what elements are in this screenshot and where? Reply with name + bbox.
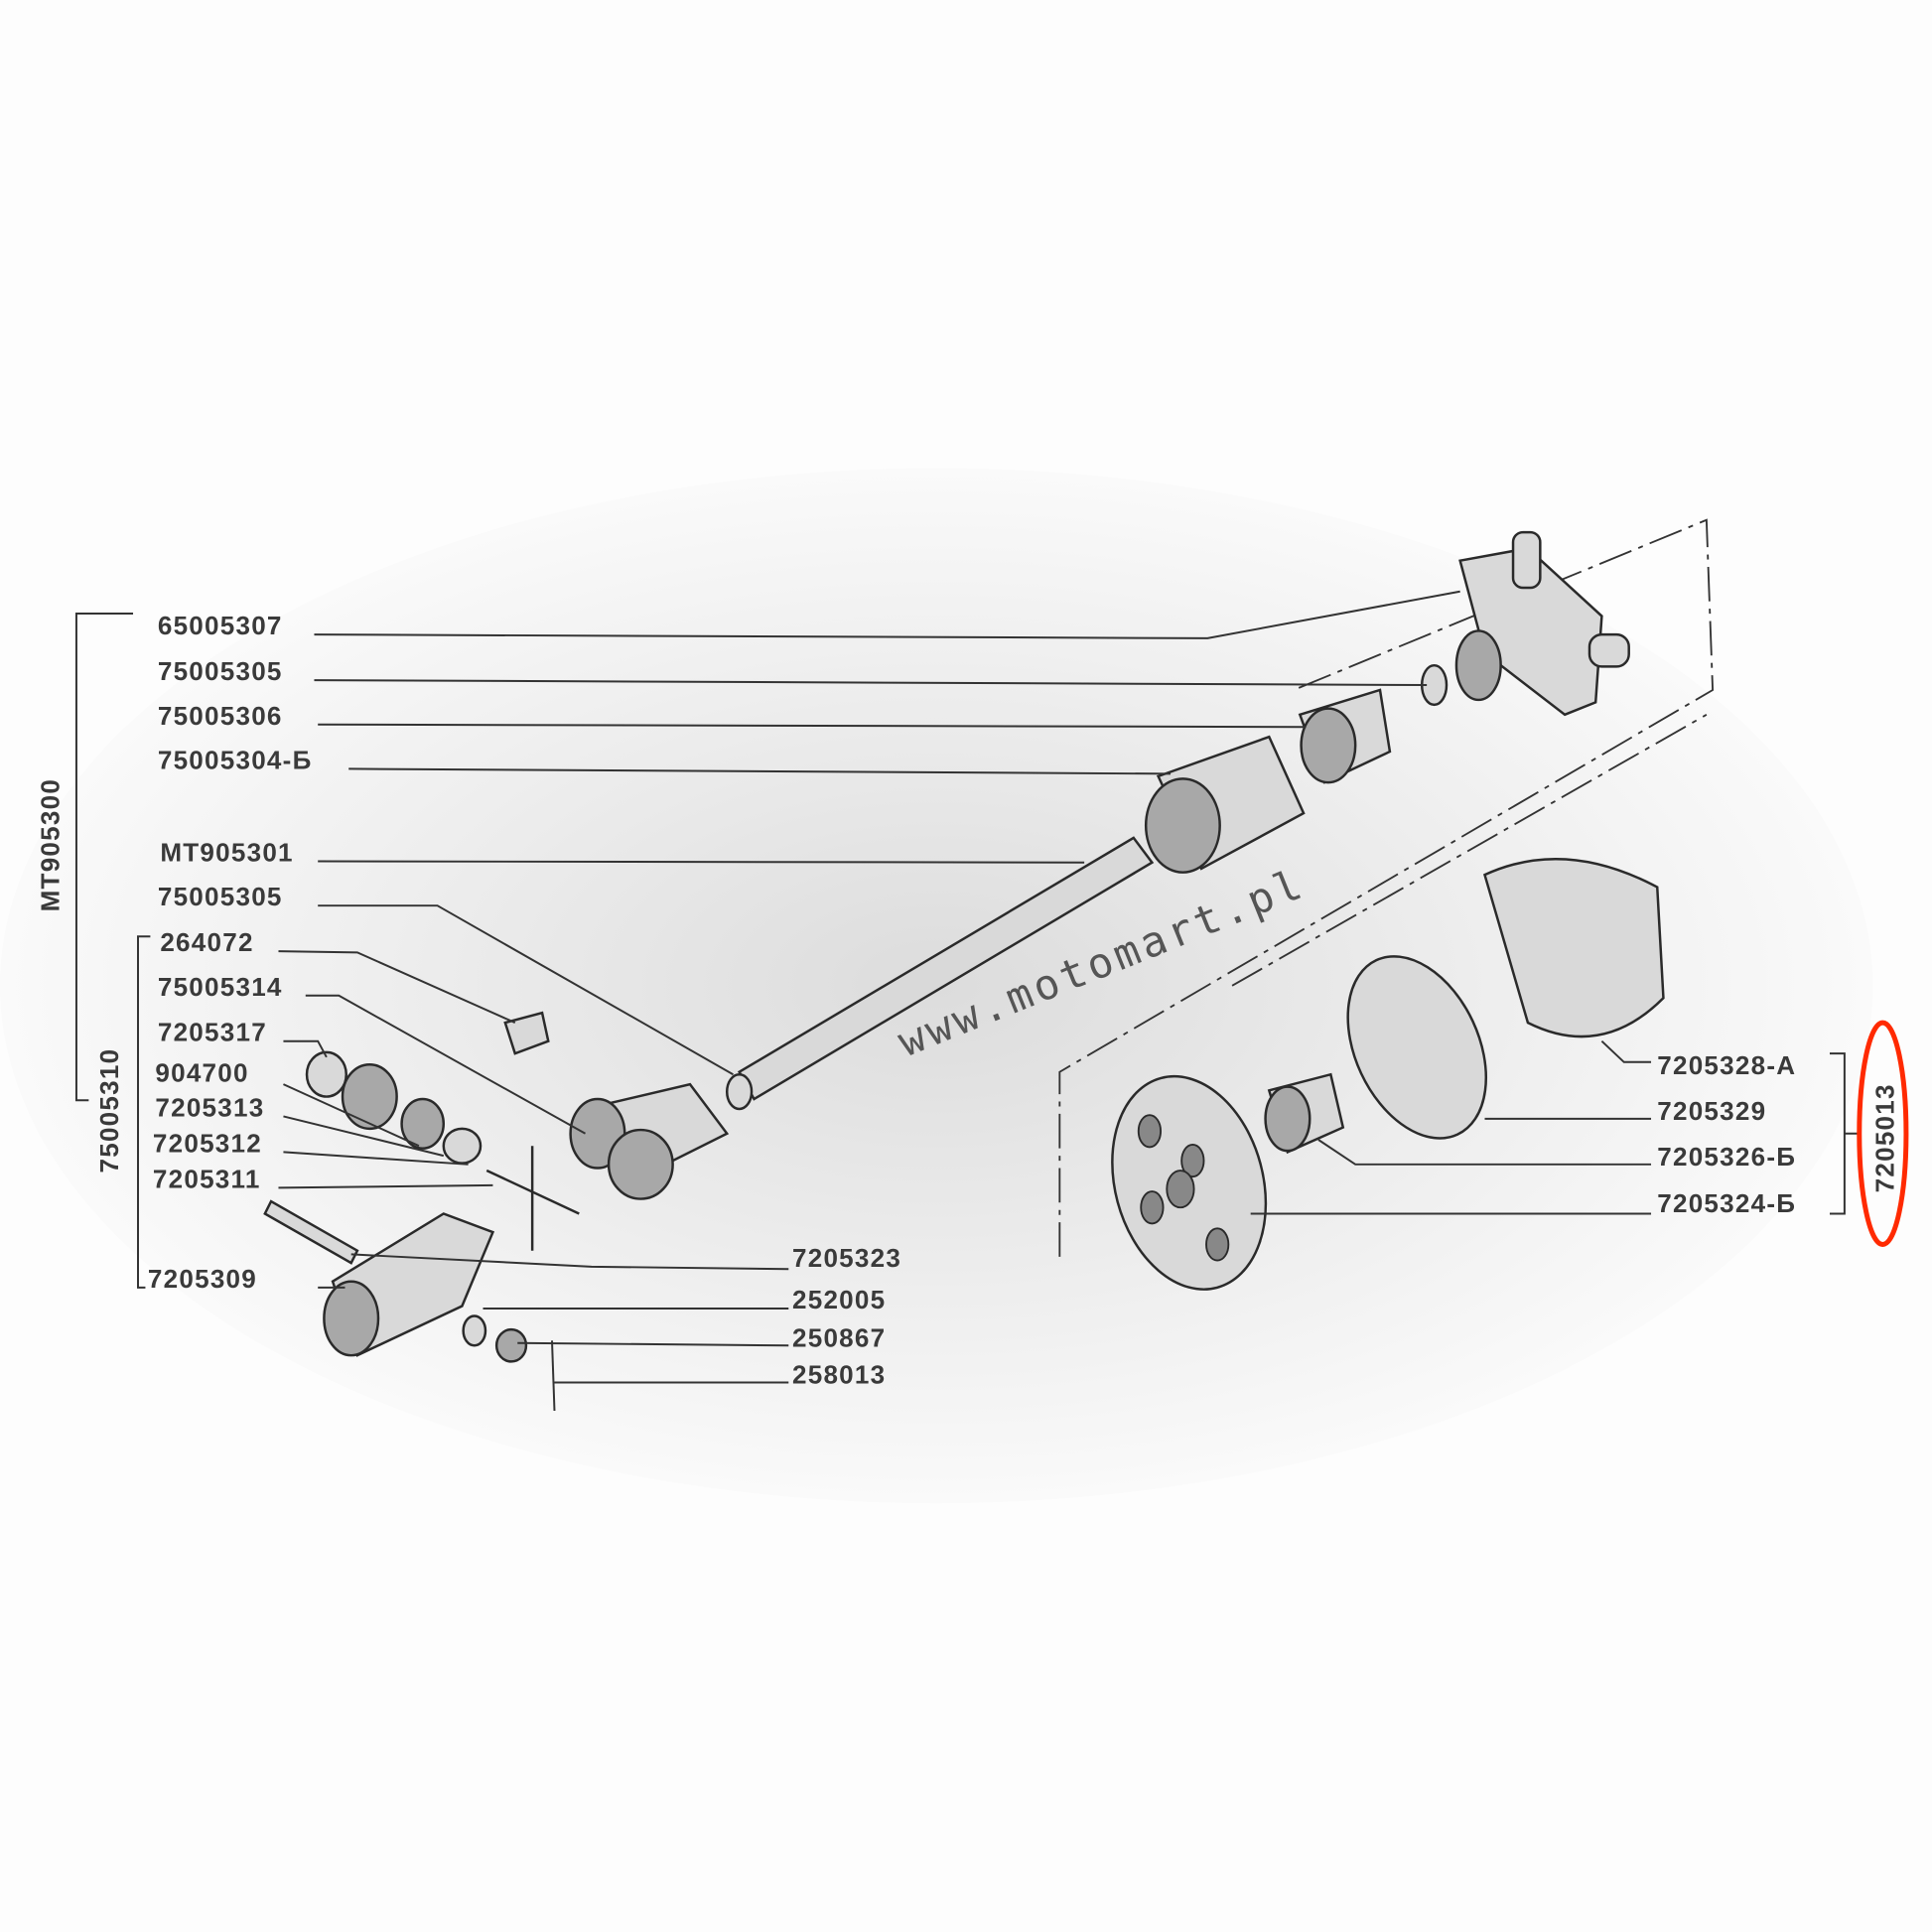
flange-pin [1587, 632, 1630, 668]
part-label: 904700 [155, 1058, 248, 1088]
sleeve-end [1144, 777, 1221, 874]
group-label-joint: 75005310 [94, 1048, 124, 1173]
part-label: 7205311 [153, 1164, 261, 1193]
washer [462, 1314, 487, 1347]
group-label-main: MT905300 [36, 778, 66, 911]
right-labels: 7205328-А 7205329 7205326-Б 7205324-Б [1657, 1050, 1796, 1218]
bracket-75005310 [137, 935, 151, 1289]
leader-lines [278, 590, 1652, 1384]
disc-holes [1137, 1114, 1230, 1262]
part-label: 7205309 [148, 1264, 257, 1294]
part-label: 75005305 [158, 656, 283, 686]
spring-ring [1346, 955, 1488, 1140]
ring-band [1483, 857, 1665, 1038]
highlight-ellipse [1857, 1020, 1909, 1247]
shaft-ring [725, 1072, 754, 1111]
part-label: 264072 [160, 927, 253, 957]
cotter-pin [551, 1340, 556, 1412]
left-labels: 65005307 75005305 75005306 75005304-Б MT… [148, 611, 313, 1294]
part-label: 7205326-Б [1657, 1142, 1796, 1172]
part-label: 75005314 [158, 972, 283, 1002]
part-label: 75005304-Б [158, 745, 313, 774]
grease-nipple [503, 1011, 550, 1055]
flange-bore [1454, 629, 1502, 702]
part-label: 7205324-Б [1657, 1188, 1796, 1218]
yoke-housing-bore [323, 1280, 380, 1357]
part-label: 7205329 [1657, 1096, 1766, 1126]
bottom-labels: 7205323 252005 250867 258013 [792, 1243, 901, 1390]
cross-spider [485, 1146, 580, 1251]
group-label-damper: 7205013 [1870, 1083, 1900, 1192]
part-label: 75005306 [158, 701, 283, 731]
yoke-eye [607, 1128, 674, 1200]
washer [442, 1127, 483, 1165]
threaded-pin [263, 1199, 359, 1265]
bushing-bore [1264, 1085, 1311, 1153]
part-label: 7205323 [792, 1243, 901, 1273]
part-label: 252005 [792, 1285, 886, 1314]
parts [263, 530, 1665, 1412]
nut [494, 1327, 528, 1363]
needle-bearing [341, 1063, 398, 1131]
snap-ring [305, 1050, 347, 1098]
flange-pin [1511, 530, 1542, 590]
part-label: 75005305 [158, 882, 283, 911]
part-label: 258013 [792, 1360, 886, 1390]
part-label: MT905301 [160, 838, 293, 868]
part-label: 7205313 [155, 1092, 264, 1122]
dashed-line [1231, 714, 1708, 987]
cone-bushing-end [1300, 707, 1357, 784]
part-label: 7205317 [158, 1018, 267, 1047]
part-label: 7205328-А [1657, 1050, 1796, 1080]
dashed-outline [1058, 518, 1715, 1257]
part-label: 250867 [792, 1322, 886, 1352]
part-label: 7205312 [153, 1128, 262, 1158]
seal [400, 1097, 446, 1150]
bracket-mt905300 [74, 613, 134, 1102]
part-label: 65005307 [158, 611, 283, 640]
